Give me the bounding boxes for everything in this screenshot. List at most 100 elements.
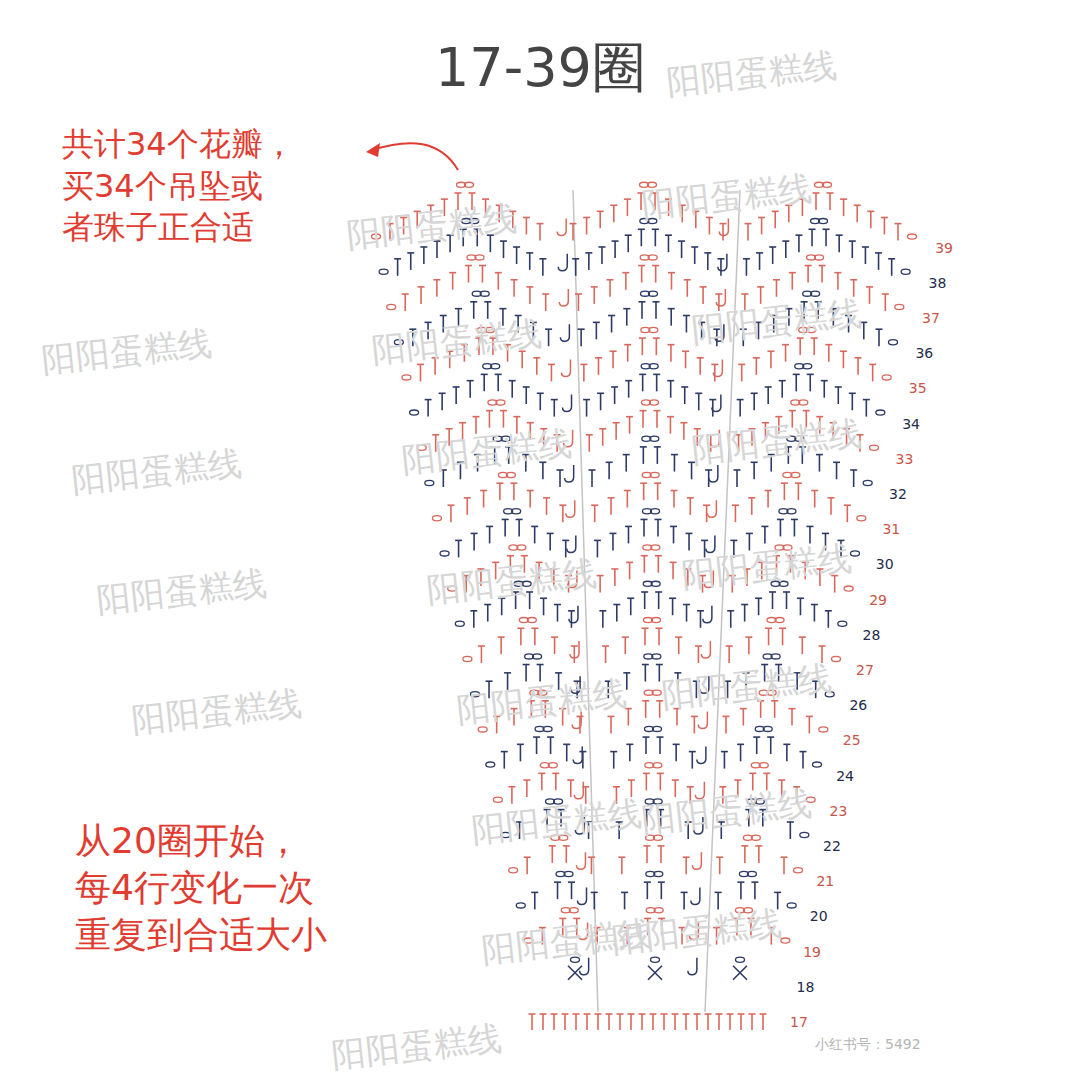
dc-stitch-bar [822,533,829,535]
dc-stitch-bar [598,246,605,248]
dc-stitch-bar [597,392,604,394]
dc-stitch [586,400,588,417]
dc-stitch-bar [661,1013,668,1015]
dc-stitch [814,605,816,622]
dc-stitch-bar [795,234,802,236]
dc-stitch-bar [572,258,579,260]
dc-stitch-bar [715,293,722,295]
dc-stitch [811,229,813,246]
dc-stitch [575,1014,577,1030]
dc-stitch-bar [547,533,554,535]
dc-stitch-bar [623,454,630,456]
dc-stitch-bar [669,597,676,599]
dc-stitch-bar [836,234,843,236]
dc-stitch [526,780,528,797]
hook-stitch [697,747,706,764]
dc-stitch [625,273,627,290]
dc-stitch-bar [591,286,598,288]
dc-stitch [466,498,468,515]
chain-stitch [863,480,872,485]
dc-stitch-bar [727,1013,734,1015]
chain-stitch [844,586,853,591]
dc-stitch [644,628,646,645]
dc-stitch [610,498,612,515]
dc-stitch-bar [498,636,505,638]
dc-stitch [794,519,796,536]
dc-stitch [555,773,557,790]
dc-stitch [599,211,601,228]
dc-stitch-bar [481,374,488,376]
dc-stitch-bar [595,1013,602,1015]
dc-stitch-bar [686,533,693,535]
dc-stitch-bar [748,497,755,499]
dc-stitch [670,381,672,398]
dc-stitch-bar [523,664,530,666]
dc-stitch [747,224,749,241]
dc-stitch [802,752,804,769]
dc-stitch-bar [563,744,570,746]
dc-stitch-bar [599,428,606,430]
watermark: 阳阳蛋糕线 [455,672,628,730]
dc-stitch [707,1014,709,1030]
dc-stitch-bar [559,504,566,506]
dc-stitch-bar [741,293,748,295]
dc-stitch-bar [734,779,741,781]
dc-stitch-bar [721,751,728,753]
row-number: 27 [856,662,874,679]
dc-stitch-bar [470,301,477,303]
dc-stitch-bar [639,337,646,339]
chain-stitch [819,219,828,224]
dc-stitch [753,393,755,410]
dc-stitch-bar [779,627,786,629]
watermark: 阳阳蛋糕线 [400,422,573,480]
dc-stitch [657,519,659,536]
dc-stitch [539,224,541,241]
dc-stitch [813,338,815,355]
dc-stitch-bar [797,597,804,599]
dc-stitch [539,393,541,410]
dc-stitch [700,611,702,628]
row-number: 30 [876,556,894,573]
watermark: 阳阳蛋糕线 [130,682,303,740]
chain-stitch [813,762,822,767]
dc-stitch-bar [642,700,649,702]
dc-stitch [553,1014,555,1030]
dc-stitch-bar [641,555,648,557]
dc-stitch-bar [551,399,558,401]
dc-stitch-bar [751,881,758,883]
dc-stitch-bar [670,490,677,492]
dc-stitch [743,709,745,726]
dc-stitch [709,217,711,234]
dc-stitch-bar [441,198,448,200]
row-number: 17 [790,1014,808,1031]
chain-stitch [851,551,860,556]
dc-stitch-bar [597,575,604,577]
dc-stitch-bar [882,293,889,295]
dc-stitch-bar [738,1013,745,1015]
row-number: 35 [909,380,927,397]
watermark: 阳阳蛋糕线 [690,292,863,350]
dc-stitch [546,498,548,515]
dc-stitch-bar [585,252,592,254]
dc-stitch-bar [537,664,544,666]
dc-stitch-bar [753,736,760,738]
dc-stitch-bar [844,504,851,506]
dc-stitch-bar [611,386,618,388]
dc-stitch [659,665,661,682]
dc-stitch-bar [840,350,847,352]
chain-stitch [771,654,780,659]
dc-stitch [541,773,543,790]
dc-stitch [741,364,743,381]
dc-stitch-bar [682,350,689,352]
dc-stitch-bar [606,461,613,463]
dc-stitch-bar [486,410,493,412]
dc-stitch-bar [806,526,813,528]
chain-stitch [794,868,803,873]
dc-stitch [420,364,422,381]
dc-stitch-bar [465,265,472,267]
chain-stitch [649,291,658,296]
dc-stitch [847,505,849,522]
hook-stitch [716,289,725,306]
dc-stitch [564,1014,566,1030]
dc-stitch [764,526,766,543]
